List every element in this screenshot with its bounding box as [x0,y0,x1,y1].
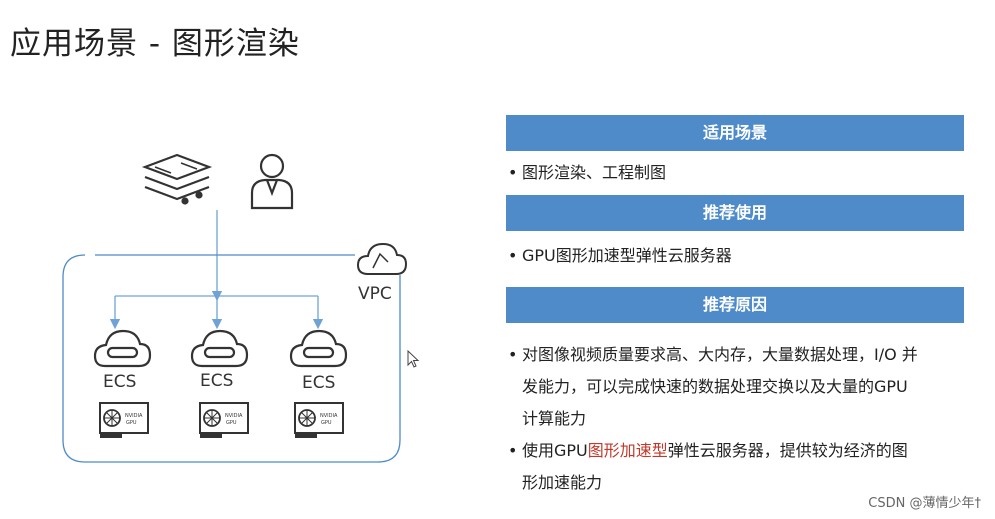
vpc-cloud-icon [356,242,408,275]
ecs-cloud-icon [289,329,348,368]
ecs-label: ECS [302,373,335,393]
vpc-label: VPC [358,284,392,304]
watermark: CSDN @薄情少年† [868,496,981,511]
architecture-diagram: VPC ECS ECS ECS NVIDIA GPU NVIDIA GPU NV… [62,153,408,463]
svg-text:NVIDIA: NVIDIA [125,413,143,419]
svg-text:GPU: GPU [126,420,137,426]
gpu-card-icon: NVIDIA GPU [199,402,249,438]
list-item: •GPU图形加速型弹性云服务器 [508,246,732,265]
user-icon [250,153,294,210]
svg-text:GPU: GPU [226,420,237,426]
gpu-card-icon: NVIDIA GPU [294,402,344,438]
page-title: 应用场景 - 图形渲染 [10,26,300,62]
list-item: •使用GPU图形加速型弹性云服务器，提供较为经济的图 形加速能力 [508,441,908,492]
svg-text:NVIDIA: NVIDIA [320,413,338,419]
section-header-recommended-reasons: 推荐原因 [506,287,964,323]
ecs-label: ECS [200,371,233,391]
section-header-recommended-use: 推荐使用 [506,195,964,231]
ecs-cloud-icon [93,329,152,368]
svg-text:NVIDIA: NVIDIA [225,413,243,419]
layers-icon [141,153,213,205]
ecs-cloud-icon [190,329,249,368]
ecs-label: ECS [103,372,136,392]
list-item: •对图像视频质量要求高、大内存，大量数据处理，I/O 并 发能力，可以完成快速的… [508,345,918,428]
mouse-cursor-icon [407,350,420,368]
list-item: •图形渲染、工程制图 [508,163,667,182]
gpu-card-icon: NVIDIA GPU [99,402,149,438]
svg-text:GPU: GPU [321,420,332,426]
section-header-applicable-scenarios: 适用场景 [506,115,964,151]
vpc-boundary [62,254,401,463]
